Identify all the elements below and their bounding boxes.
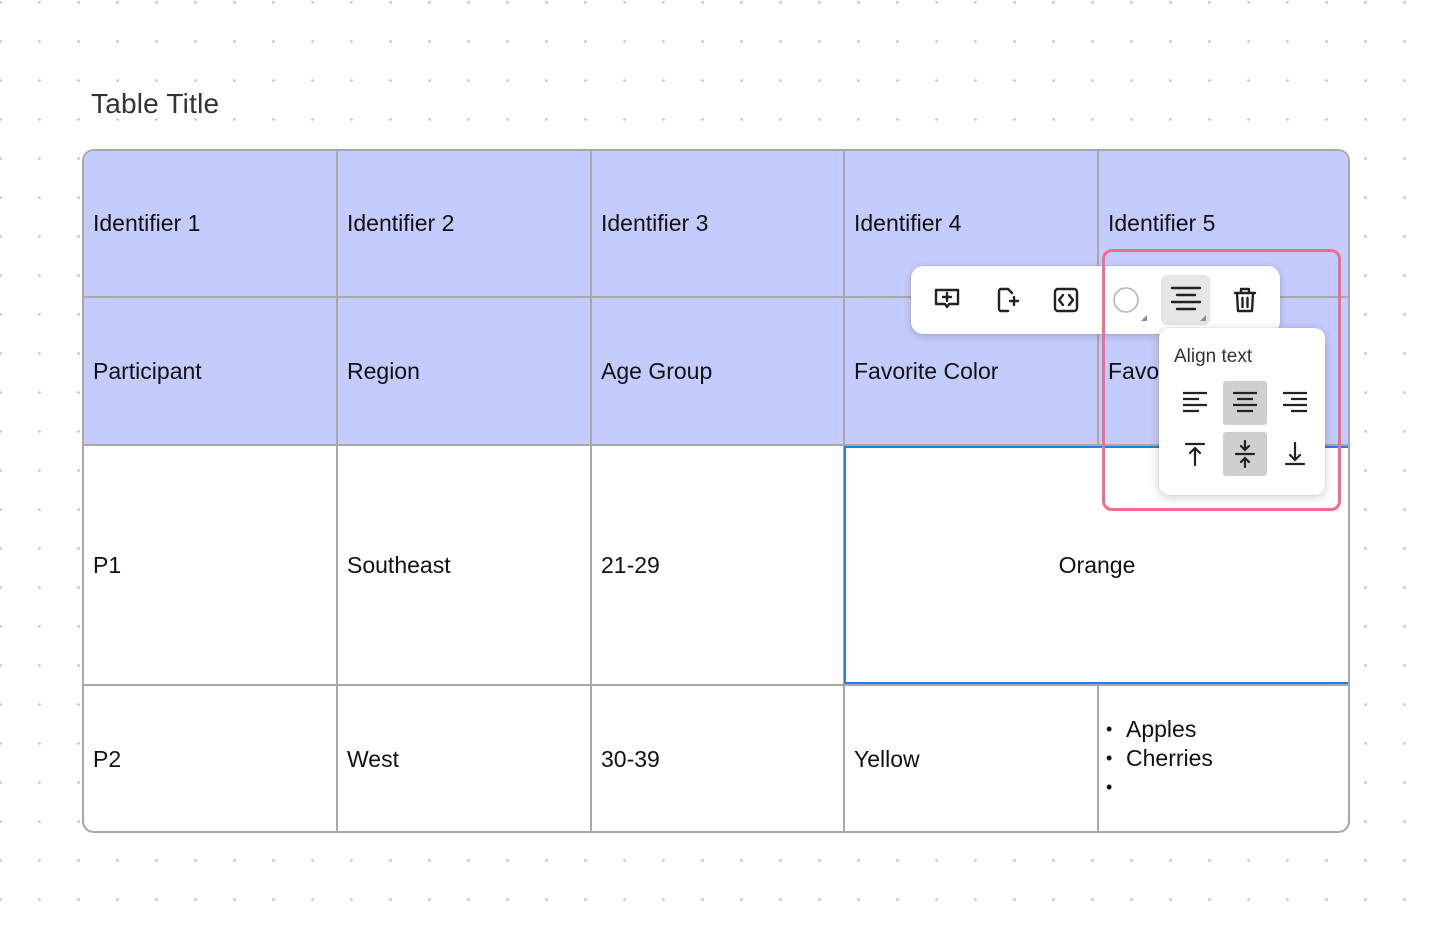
list-item: • bbox=[1106, 777, 1113, 797]
align-right-icon bbox=[1283, 391, 1307, 413]
table-cell-yellow[interactable]: Yellow bbox=[854, 746, 920, 772]
resize-cell-icon bbox=[1053, 287, 1079, 313]
table-cell-southeast[interactable]: Southeast bbox=[347, 551, 451, 578]
grid-line bbox=[84, 444, 1348, 446]
grid-line bbox=[1097, 684, 1099, 831]
align-middle-button[interactable] bbox=[1223, 432, 1267, 476]
header-cell-identifier-3[interactable]: Identifier 3 bbox=[592, 151, 844, 296]
header-cell-participant[interactable]: Participant bbox=[84, 298, 336, 444]
cell-color-button[interactable] bbox=[1101, 275, 1151, 325]
add-comment-icon bbox=[934, 288, 960, 309]
data-table: Identifier 1 Identifier 2 Identifier 3 I… bbox=[82, 149, 1350, 833]
table-cell-p1[interactable]: P1 bbox=[93, 551, 122, 578]
add-comment-button[interactable] bbox=[922, 275, 972, 325]
delete-button[interactable] bbox=[1220, 275, 1270, 325]
trash-icon bbox=[1233, 287, 1257, 313]
table-cell-30-39[interactable]: 30-39 bbox=[601, 746, 660, 772]
align-text-popup: Align text bbox=[1159, 328, 1325, 495]
align-bottom-icon bbox=[1284, 441, 1306, 466]
insert-column-button[interactable] bbox=[982, 275, 1032, 325]
dropdown-corner-icon bbox=[1140, 315, 1147, 321]
align-left-button[interactable] bbox=[1173, 381, 1217, 425]
align-right-button[interactable] bbox=[1273, 381, 1317, 425]
grid-line bbox=[84, 296, 1348, 298]
table-title[interactable]: Table Title bbox=[91, 88, 220, 119]
align-text-icon bbox=[1170, 286, 1201, 311]
insert-column-icon bbox=[997, 287, 1019, 313]
align-center-icon bbox=[1233, 391, 1257, 413]
align-text-button[interactable] bbox=[1160, 275, 1211, 325]
cell-toolbar bbox=[911, 266, 1280, 334]
grid-line bbox=[84, 684, 1348, 686]
table-cell-p2[interactable]: P2 bbox=[93, 746, 122, 772]
table-cell-west[interactable]: West bbox=[347, 746, 399, 772]
selected-merged-cell-orange[interactable]: Orange bbox=[844, 446, 1348, 684]
header-cell-age-group[interactable]: Age Group bbox=[592, 298, 844, 444]
align-top-button[interactable] bbox=[1173, 432, 1217, 476]
table-cell-21-29[interactable]: 21-29 bbox=[601, 551, 660, 578]
header-cell-identifier-2[interactable]: Identifier 2 bbox=[338, 151, 590, 296]
align-left-icon bbox=[1183, 391, 1207, 413]
align-bottom-button[interactable] bbox=[1273, 432, 1317, 476]
align-top-icon bbox=[1184, 442, 1206, 467]
cell-text: Orange bbox=[1058, 551, 1136, 578]
align-middle-icon bbox=[1234, 440, 1256, 468]
popup-title: Align text bbox=[1174, 346, 1253, 367]
resize-cell-button[interactable] bbox=[1041, 275, 1091, 325]
list-item: •Apples bbox=[1106, 716, 1197, 742]
grid-line bbox=[590, 151, 592, 831]
header-cell-region[interactable]: Region bbox=[338, 298, 590, 444]
list-item: •Cherries bbox=[1106, 745, 1213, 771]
header-cell-identifier-1[interactable]: Identifier 1 bbox=[84, 151, 336, 296]
align-center-button[interactable] bbox=[1223, 381, 1267, 425]
dropdown-corner-icon bbox=[1200, 315, 1207, 321]
grid-line bbox=[336, 151, 338, 831]
table-cell-bullet-list[interactable]: •Apples •Cherries • bbox=[1098, 687, 1348, 831]
cell-color-icon bbox=[1113, 287, 1139, 313]
